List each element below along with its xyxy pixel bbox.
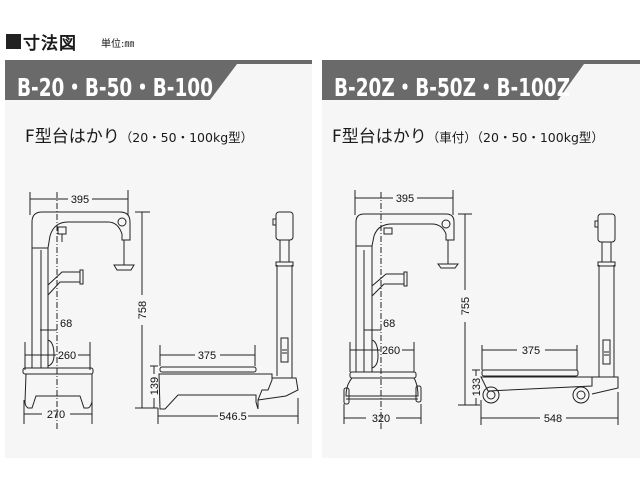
unit-label: 単位:㎜: [101, 39, 135, 50]
dim-platform-height: 139: [149, 377, 161, 395]
dim-total-length: 548: [544, 413, 562, 425]
dim-pillar-offset: 68: [383, 318, 395, 330]
subtitle-capacity: （20・50・100kg型）: [476, 130, 604, 145]
dim-platform-width: 375: [198, 350, 216, 362]
model-band: B-20Z・B-50Z・B-100Z: [322, 60, 640, 108]
panel-standard: B-20・B-50・B-100 F型台はかり（20・50・100kg型）: [5, 60, 312, 458]
dim-base-inner-width: 260: [58, 350, 76, 362]
dimension-drawing: 395 68 260 270 758 139 375 546.5: [22, 190, 299, 430]
subtitle-main: F型台はかり: [25, 127, 120, 147]
dim-base-width: 270: [47, 409, 65, 421]
model-name: B-20Z・B-50Z・B-100Z: [334, 73, 571, 102]
section-title: 寸法図: [23, 33, 77, 54]
product-subtitle: F型台はかり（車付）（20・50・100kg型）: [332, 122, 604, 147]
dim-platform-height: 133: [471, 378, 483, 396]
dim-height: 755: [460, 297, 472, 315]
model-name: B-20・B-50・B-100: [17, 73, 213, 102]
dim-top-width: 395: [396, 193, 414, 205]
subtitle-capacity: （20・50・100kg型）: [119, 130, 254, 145]
product-subtitle: F型台はかり（20・50・100kg型）: [25, 122, 253, 147]
dim-height: 758: [137, 301, 149, 319]
section-heading: 寸法図 単位:㎜: [6, 29, 135, 54]
panel-with-wheels: B-20Z・B-50Z・B-100Z F型台はかり（車付）（20・50・100k…: [322, 60, 640, 458]
subtitle-extra: （車付）: [426, 130, 477, 145]
dim-base-width: 320: [372, 413, 390, 425]
subtitle-main: F型台はかり: [332, 127, 427, 147]
dimension-drawing: 395 68 260 320 755 133 375 548: [343, 190, 619, 430]
dim-base-inner-width: 260: [382, 345, 400, 357]
dim-total-length: 546.5: [219, 411, 247, 423]
dim-platform-width: 375: [522, 345, 540, 357]
dim-top-width: 395: [71, 194, 89, 206]
model-band: B-20・B-50・B-100: [5, 60, 312, 108]
square-bullet-icon: [6, 33, 21, 49]
dim-pillar-offset: 68: [60, 318, 72, 330]
